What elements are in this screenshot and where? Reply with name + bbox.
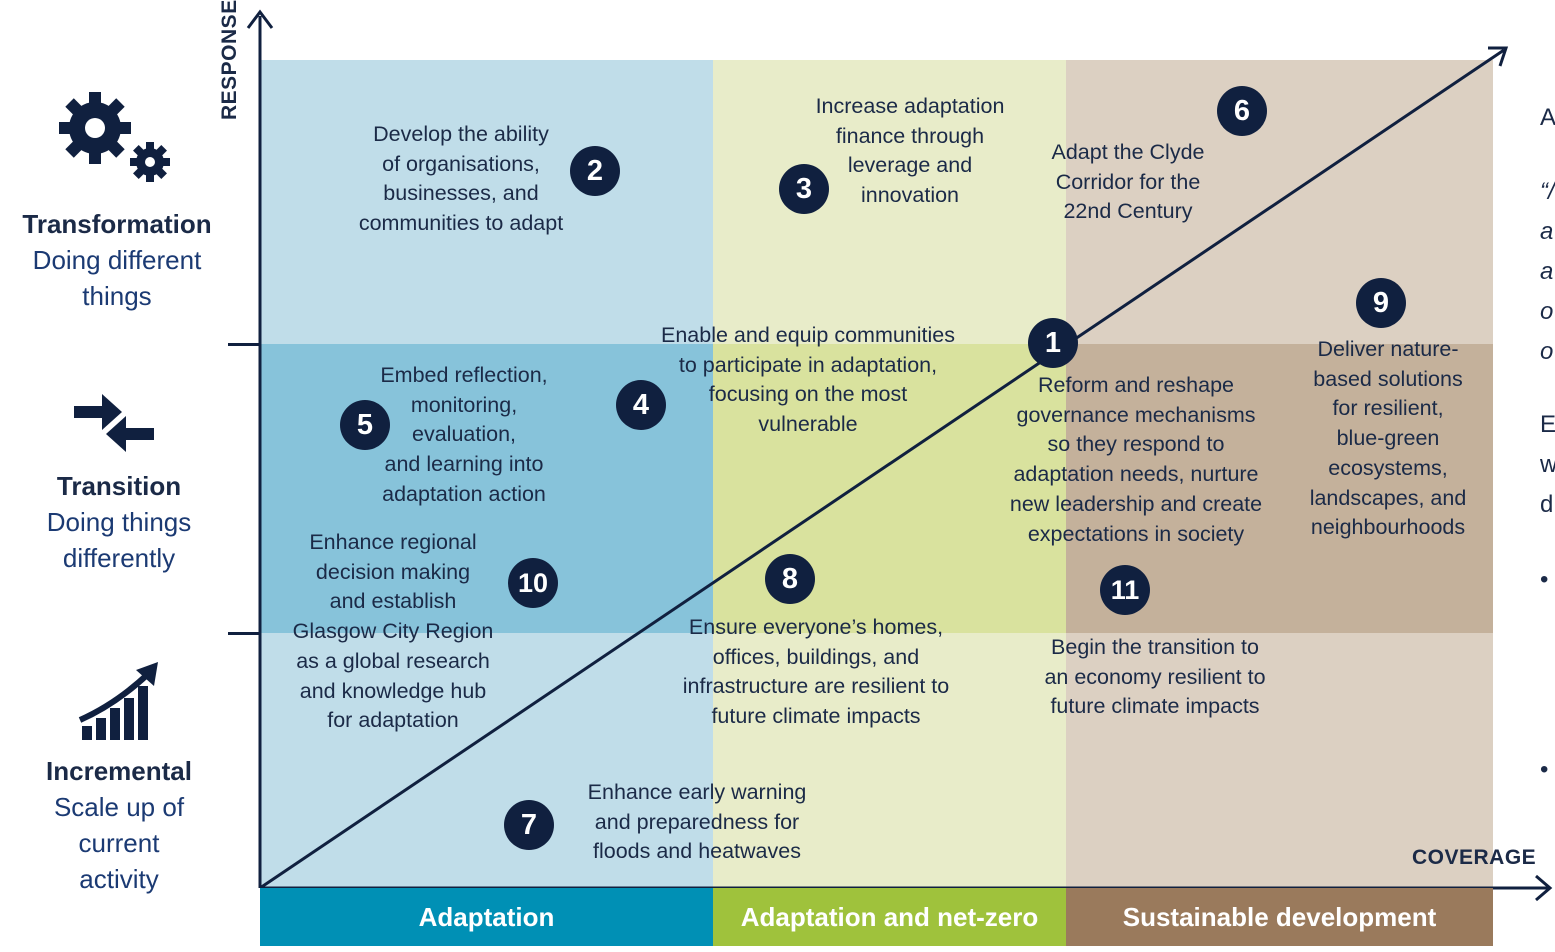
intervention-8-text: Ensure everyone’s homes, offices, buildi… (682, 615, 950, 729)
badge-6: 6 (1217, 86, 1267, 136)
band-adaptation-net-zero: Adaptation and net-zero (713, 888, 1066, 946)
intervention-3-text: Increase adaptation finance through leve… (815, 94, 1005, 208)
level-transition-title: Transition (56, 471, 182, 501)
side-fragment: o (1540, 298, 1554, 325)
badge-7: 7 (504, 800, 554, 850)
badge-2: 2 (570, 146, 620, 196)
cell-adaptation-transformation (260, 60, 713, 344)
growth-chart-icon (78, 662, 158, 740)
level-transformation-subtitle: Doing different things (32, 245, 202, 311)
y-axis-arrowhead (246, 9, 274, 29)
tick-transition-bottom (228, 632, 260, 635)
intervention-11-text: Begin the transition to an economy resil… (1044, 635, 1266, 719)
badge-8: 8 (765, 554, 815, 604)
level-transition: Transition Doing things differently (4, 468, 234, 576)
band-adaptation: Adaptation (260, 888, 713, 946)
side-fragment: E (1540, 411, 1555, 438)
cell-netzero-transformation (713, 60, 1066, 344)
arrows-converging-icon (74, 394, 154, 452)
level-incremental-subtitle: Scale up of current activity (53, 792, 185, 894)
cell-netzero-incremental (713, 633, 1066, 888)
side-fragment: • (1540, 566, 1549, 593)
intervention-5-text: Embed reflection, monitoring, evaluation… (380, 363, 548, 506)
badge-3: 3 (779, 164, 829, 214)
intervention-6-text: Adapt the Clyde Corridor for the 22nd Ce… (1051, 140, 1205, 224)
intervention-10-text: Enhance regional decision making and est… (292, 530, 494, 733)
intervention-2-text: Develop the ability of organisations, bu… (358, 122, 564, 236)
level-transformation: Transformation Doing different things (2, 206, 232, 314)
intervention-1-text: Reform and reshape governance mechanisms… (1009, 373, 1263, 546)
diagonal-arrow-line (259, 48, 1505, 890)
cell-adaptation-incremental (260, 633, 713, 888)
side-fragment: a (1540, 258, 1554, 285)
tick-transition-top (228, 343, 260, 346)
badge-4: 4 (616, 380, 666, 430)
level-incremental-title: Incremental (46, 756, 192, 786)
cell-sustainable-incremental (1066, 633, 1493, 888)
side-fragment: “/ (1540, 178, 1555, 205)
side-fragment: A (1540, 104, 1555, 131)
diagonal-arrowhead (1488, 46, 1509, 67)
side-fragment: o (1540, 338, 1554, 365)
badge-11: 11 (1100, 565, 1150, 615)
x-axis-label: COVERAGE (1412, 846, 1537, 869)
intervention-4-text: Enable and equip communities to particip… (660, 323, 956, 437)
side-fragment: w (1540, 451, 1555, 478)
badge-1: 1 (1028, 318, 1078, 368)
badge-5: 5 (340, 400, 390, 450)
x-axis-arrowhead (1535, 874, 1553, 902)
gears-icon (59, 92, 170, 182)
intervention-9-text: Deliver nature- based solutions for resi… (1309, 337, 1467, 540)
badge-10: 10 (508, 558, 558, 608)
level-incremental: Incremental Scale up of current activity (4, 753, 234, 897)
side-fragment: • (1540, 756, 1549, 783)
side-fragment: a (1540, 218, 1554, 245)
level-transformation-title: Transformation (22, 209, 212, 239)
badge-9: 9 (1356, 278, 1406, 328)
intervention-7-text: Enhance early warning and preparedness f… (587, 780, 807, 864)
band-sustainable-development: Sustainable development (1066, 888, 1493, 946)
level-transition-subtitle: Doing things differently (46, 507, 192, 573)
side-fragment: d (1540, 491, 1554, 518)
y-axis-label: RESPONSE (218, 0, 241, 120)
